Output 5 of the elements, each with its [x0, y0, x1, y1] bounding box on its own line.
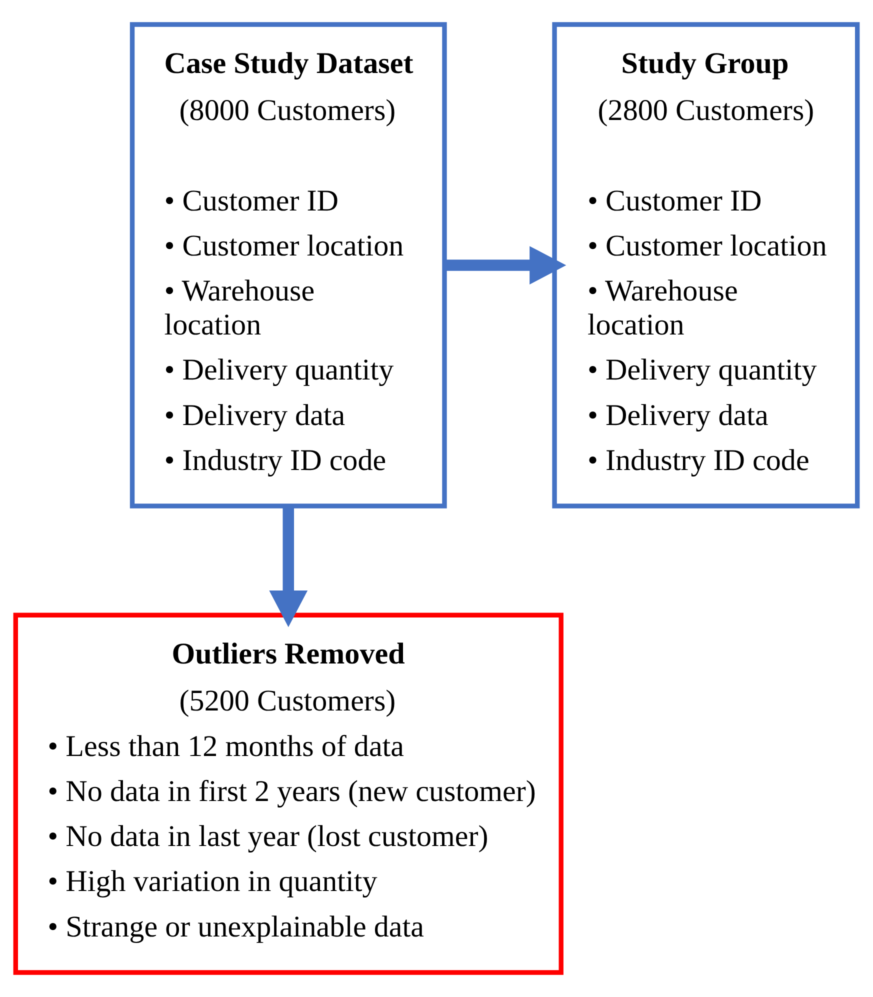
arrow: [444, 246, 566, 284]
node-box: Study Group (2800 Customers) • Customer ID • Customer location • Warehouse location • Delivery quantity • Delivery data • Industry ID code: [552, 22, 860, 508]
node-box: Case Study Dataset (8000 Customers) • Customer ID • Customer location • Warehouse location • Delivery quantity • Delivery data • Industry ID code: [130, 22, 447, 508]
arrow: [269, 506, 308, 628]
node-box: Outliers Removed (5200 Customers) • Less than 12 months of data • No data in first 2 years (new customer) • No data in last year (lost customer) • High variation in quantity • Strange or unexplainable data: [13, 612, 564, 975]
